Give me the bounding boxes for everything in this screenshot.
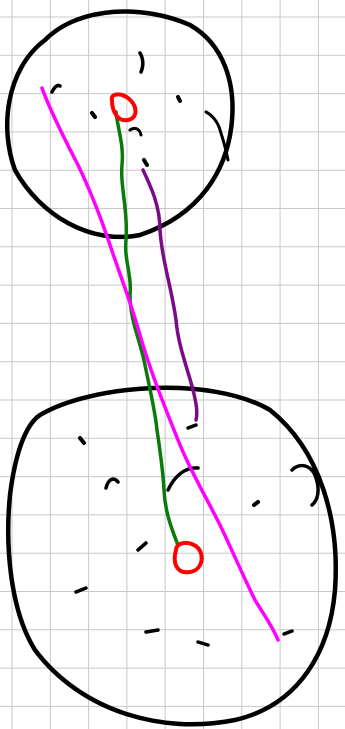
tick-mark bbox=[136, 541, 148, 552]
tick-mark bbox=[74, 586, 88, 594]
tick-mark bbox=[166, 466, 200, 492]
top-circle bbox=[5, 9, 235, 240]
top-red-marker bbox=[109, 92, 138, 123]
top-circle-notch bbox=[204, 110, 230, 162]
tick-mark bbox=[128, 126, 143, 137]
tick-mark bbox=[176, 95, 182, 103]
magenta-line bbox=[40, 86, 280, 642]
bottom-circle-bump bbox=[290, 463, 320, 507]
bottom-circle bbox=[6, 385, 338, 727]
tick-mark bbox=[78, 436, 86, 445]
green-line bbox=[114, 110, 180, 547]
tick-mark bbox=[104, 477, 120, 490]
tick-mark bbox=[252, 500, 260, 507]
tick-mark bbox=[90, 111, 97, 119]
tick-mark bbox=[50, 83, 62, 94]
purple-line bbox=[141, 168, 199, 422]
tick-mark bbox=[142, 158, 149, 167]
tick-mark bbox=[186, 423, 198, 430]
tick-mark bbox=[144, 628, 160, 634]
bottom-red-marker bbox=[172, 541, 204, 575]
tick-mark bbox=[282, 629, 294, 636]
tick-mark bbox=[196, 640, 210, 647]
tick-mark bbox=[138, 51, 145, 74]
